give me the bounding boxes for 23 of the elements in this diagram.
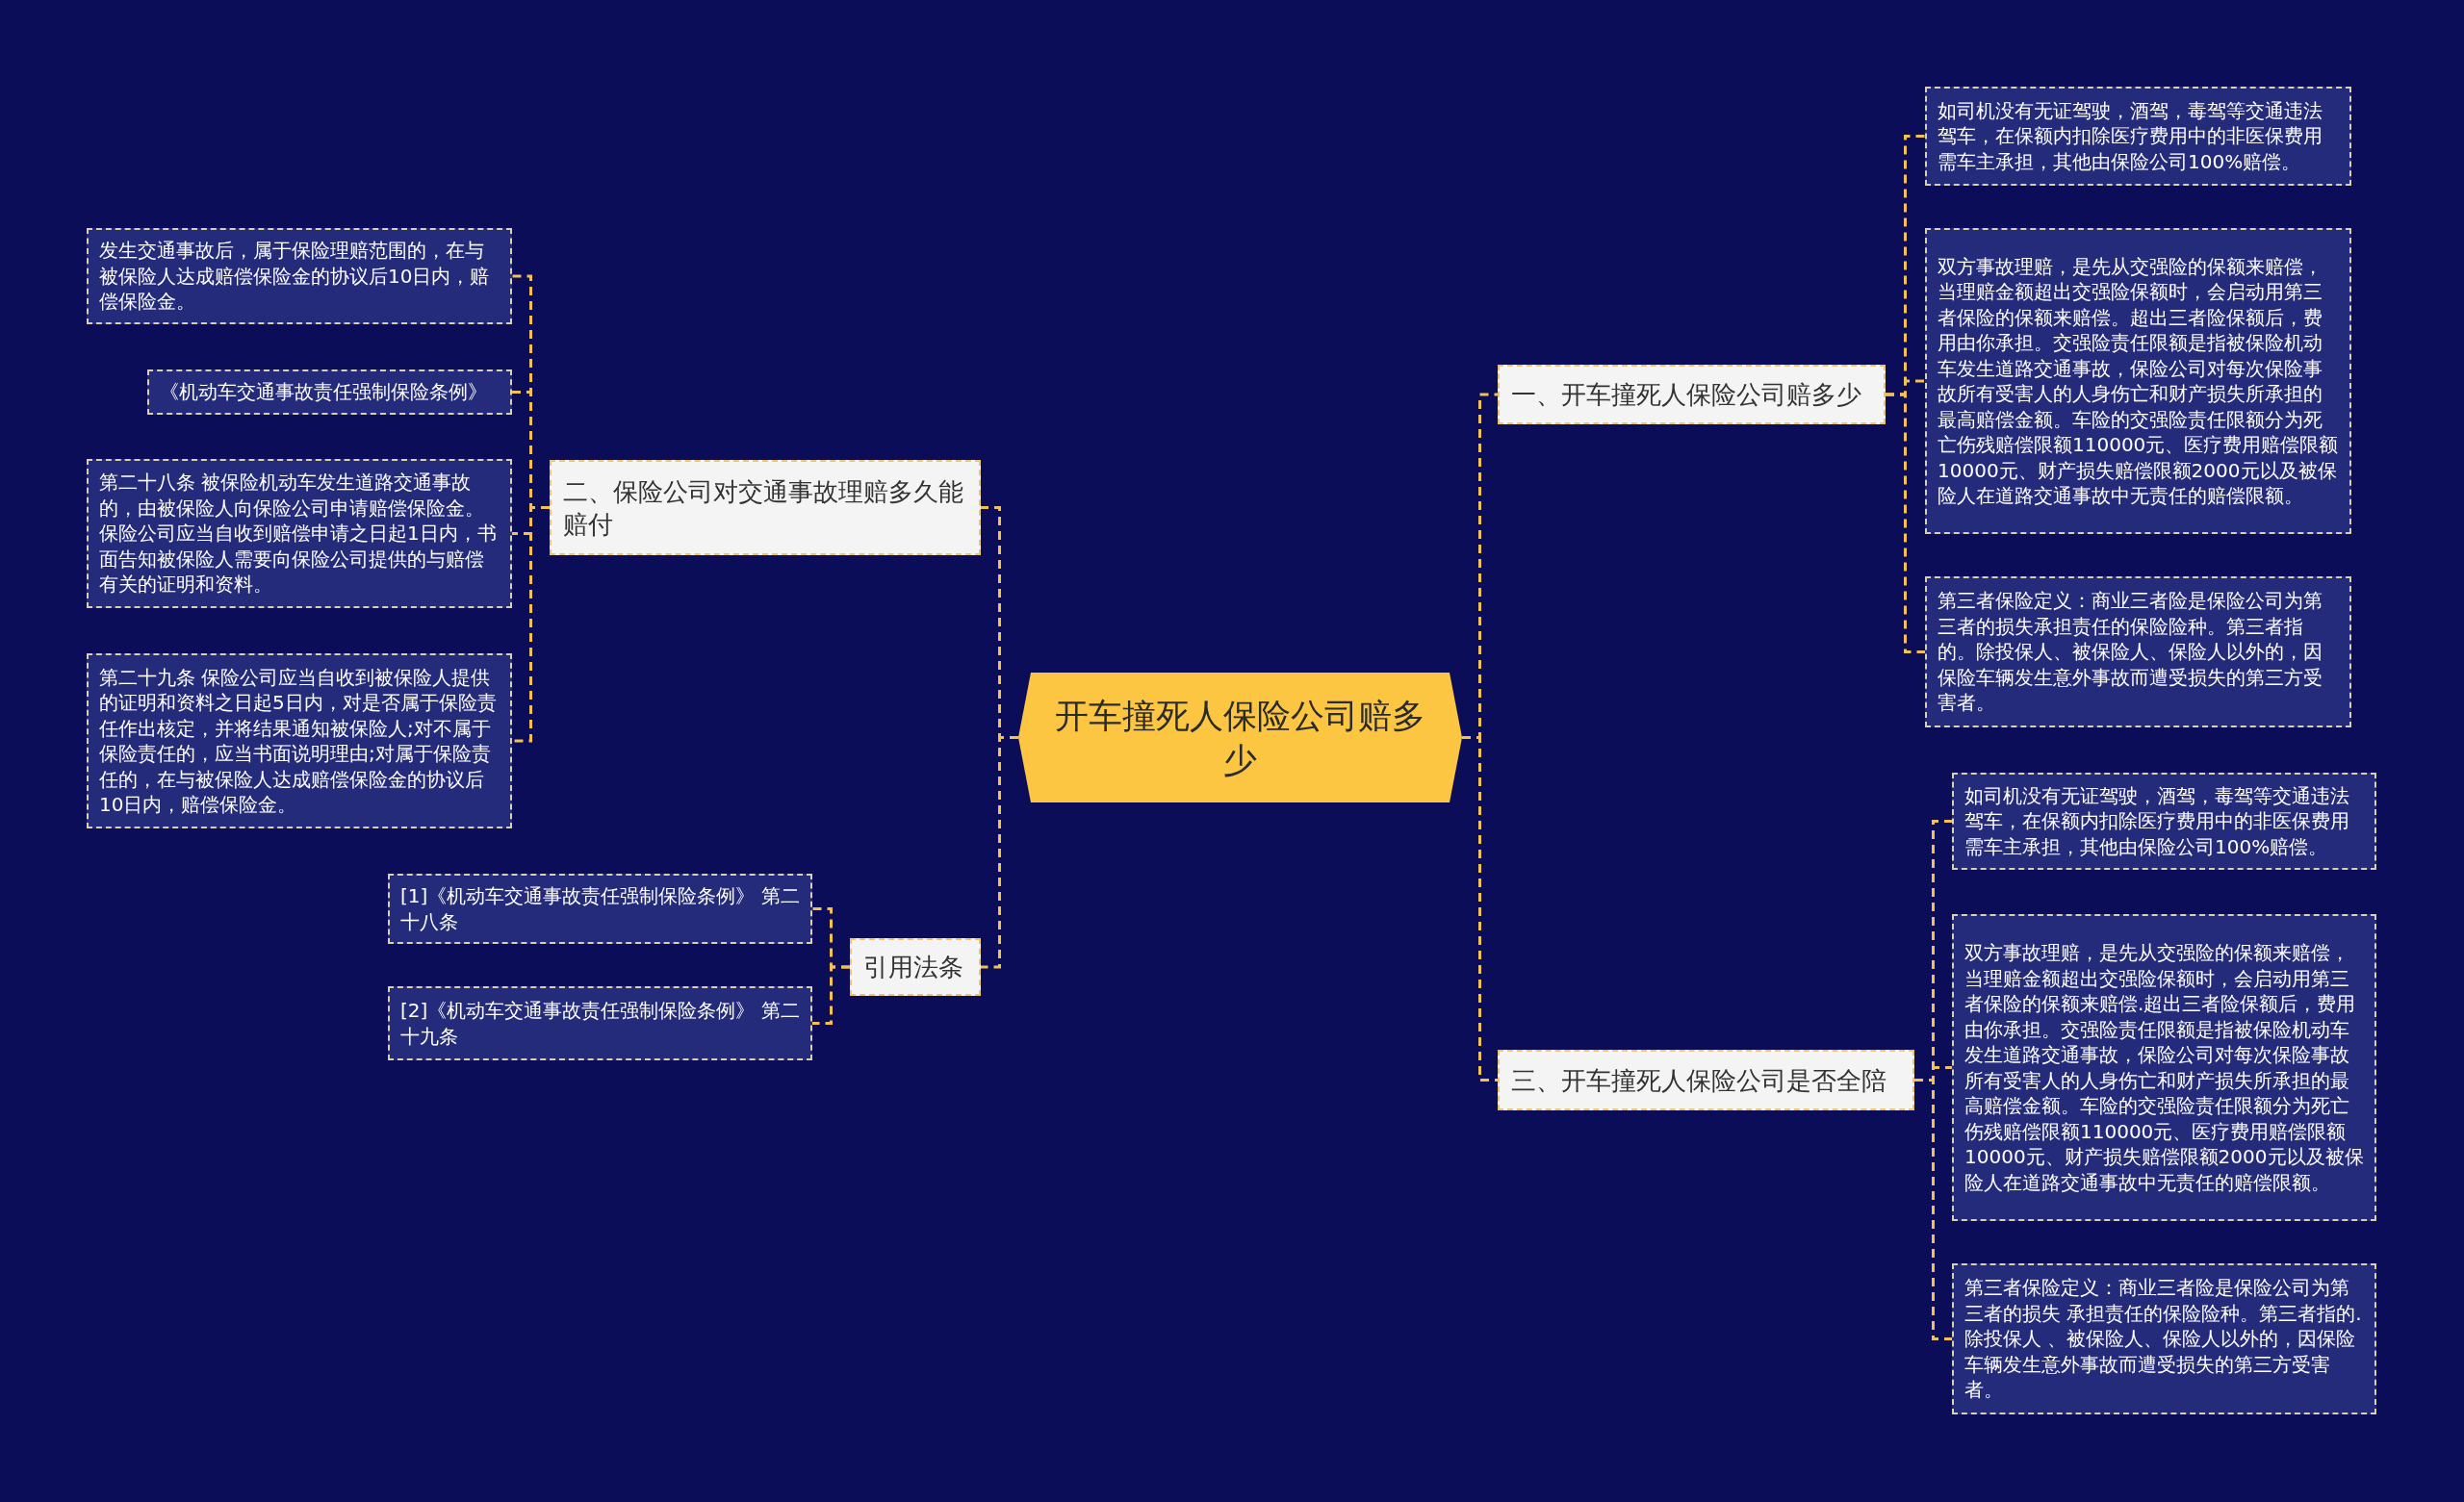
note-box: 如司机没有无证驾驶，酒驾，毒驾等交通违法驾车，在保额内扣除医疗费用中的非医保费用需车主承担，其他由保险公司100%赔偿。 <box>1925 87 2351 186</box>
note-box: 第三者保险定义：商业三者险是保险公司为第三者的损失承担责任的保险险种。第三者指的。除投保人、被保险人、保险人以外的，因保险车辆发生意外事故而遭受损失的第三方受害者。 <box>1925 576 2351 727</box>
note-box: 第二十九条 保险公司应当自收到被保险人提供的证明和资料之日起5日内，对是否属于保险责任作出核定，并将结果通知被保险人;对不属于保险责任的，应当书面说明理由;对属于保险责任的，在与被保险人达成赔偿保险金的协议后10日内，赔偿保险金。 <box>87 653 512 828</box>
note-box: 《机动车交通事故责任强制保险条例》 <box>147 369 512 415</box>
topic-box: 三、开车撞死人保险公司是否全陪 <box>1498 1050 1914 1110</box>
connector-line <box>1914 1079 1952 1340</box>
connector-line <box>1886 393 1925 653</box>
topic-box: 二、保险公司对交通事故理赔多久能赔付 <box>550 460 981 555</box>
connector-line <box>981 736 1018 969</box>
connector-line <box>512 506 550 743</box>
note-box: [1]《机动车交通事故责任强制保险条例》 第二十八条 <box>388 874 812 944</box>
connector-line <box>812 965 850 1025</box>
note-box: 双方事故理赔，是先从交强险的保额来赔偿，当理赔金额超出交强险保额时，会启动用第三者保险的保额来赔偿.超出三者险保额后，费用由你承担。交强险责任限额是指被保险机动车发生道路交通事故，保险公司对每次保险事故所有受害人的人身伤亡和财产损失所承担的最高赔偿金额。车险的交强险责任限额分为死亡伤残赔偿限额110000元、医疗费用赔偿限额10000元、财产损失赔偿限额2000元以及被保险人在道路交通事故中无责任的赔偿限额。 <box>1952 914 2376 1221</box>
connector-line <box>1462 736 1498 1082</box>
note-box: 第二十八条 被保险机动车发生道路交通事故的，由被保险人向保险公司申请赔偿保险金。保险公司应当自收到赔偿申请之日起1日内，书面告知被保险人需要向保险公司提供的与赔偿有关的证明和资料。 <box>87 459 512 608</box>
note-box: 第三者保险定义：商业三者险是保险公司为第三者的损失 承担责任的保险险种。第三者指的.除投保人 、被保险人、保险人以外的，因保险车辆发生意外事故而遭受损失的第三方受害者。 <box>1952 1263 2376 1414</box>
note-box: [2]《机动车交通事故责任强制保险条例》 第二十九条 <box>388 986 812 1060</box>
note-box: 如司机没有无证驾驶，酒驾，毒驾等交通违法驾车，在保额内扣除医疗费用中的非医保费用需车主承担，其他由保险公司100%赔偿。 <box>1952 773 2376 870</box>
topic-box: 引用法条 <box>850 938 981 996</box>
topic-box: 一、开车撞死人保险公司赔多少 <box>1498 365 1886 424</box>
central-topic: 开车撞死人保险公司赔多少 <box>1018 673 1462 802</box>
note-box: 双方事故理赔，是先从交强险的保额来赔偿，当理赔金额超出交强险保额时，会启动用第三者保险的保额来赔偿。超出三者险保额后，费用由你承担。交强险责任限额是指被保险机动车发生道路交通事故，保险公司对每次保险事故所有受害人的人身伤亡和财产损失所承担的最高赔偿金额。车险的交强险责任限额分为死亡伤残赔偿限额110000元、医疗费用赔偿限额10000元、财产损失赔偿限额2000元以及被保险人在道路交通事故中无责任的赔偿限额。 <box>1925 228 2351 534</box>
note-box: 发生交通事故后，属于保险理赔范围的，在与被保险人达成赔偿保险金的协议后10日内，赔偿保险金。 <box>87 228 512 324</box>
